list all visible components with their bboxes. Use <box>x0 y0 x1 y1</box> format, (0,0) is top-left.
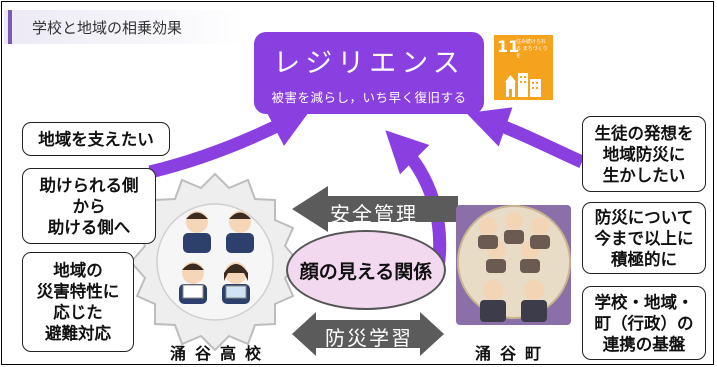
title-bar: 学校と地域の相乗効果 <box>4 10 244 44</box>
school-to-resilience-arrow <box>148 108 312 179</box>
disaster-learning-label: 防災学習 <box>325 326 413 350</box>
town-callout-ideas: 生徒の発想を 地域防災に 生かしたい <box>582 116 706 192</box>
town-to-resilience-arrow <box>466 107 585 168</box>
school-name: 涌谷高校 <box>170 344 271 363</box>
city-buildings-icon <box>505 73 541 97</box>
relation-pill: 顔の見える関係 <box>286 230 446 310</box>
sdg-text: 住み続けられる まちづくりを <box>516 39 548 59</box>
students-illustration <box>179 211 254 304</box>
sdg-number: 11 <box>497 37 520 56</box>
townspeople-illustration <box>456 205 571 325</box>
resilience-subtitle: 被害を減らし，いち早く復旧する <box>271 90 467 105</box>
town-callout-proactive: 防災について 今まで以上に 積極的に <box>582 202 706 274</box>
town-callout-cooperation: 学校・地域・ 町（行政）の 連携の基盤 <box>582 286 706 360</box>
resilience-box: レジリエンス 被害を減らし，いち早く復旧する <box>254 32 484 114</box>
town-name: 涌谷町 <box>475 344 551 363</box>
school-callout-support: 地域を支えたい <box>22 122 170 156</box>
school-callout-evacuation: 地域の 災害特性に 応じた 避難対応 <box>22 252 134 352</box>
page-title: 学校と地域の相乗効果 <box>32 19 183 37</box>
school-emblem <box>129 172 301 352</box>
safety-management-label: 安全管理 <box>330 202 418 226</box>
resilience-title: レジリエンス <box>273 48 465 79</box>
safety-management-arrow <box>292 186 458 232</box>
title-accent <box>8 10 12 44</box>
school-callout-helpers: 助けられる側 から 助ける側へ <box>22 168 156 244</box>
sdg-badge: 11 住み続けられる まちづくりを <box>494 35 553 100</box>
disaster-learning-arrow <box>292 312 444 356</box>
